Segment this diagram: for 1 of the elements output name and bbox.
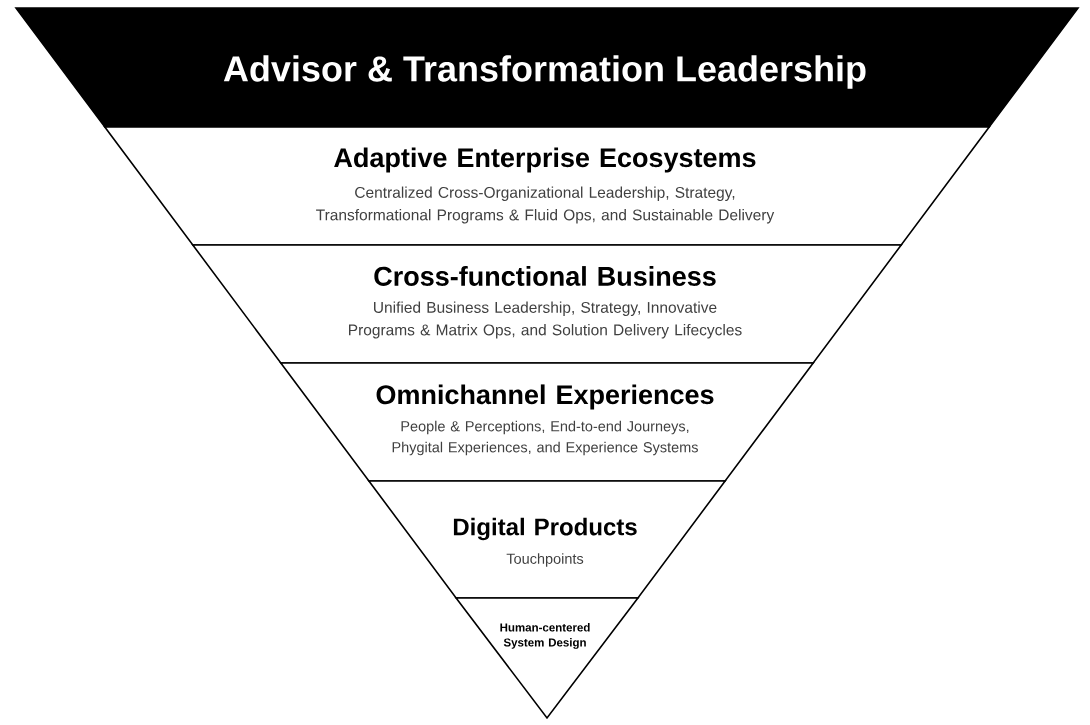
node-label: Human-centered System Design <box>500 623 590 649</box>
